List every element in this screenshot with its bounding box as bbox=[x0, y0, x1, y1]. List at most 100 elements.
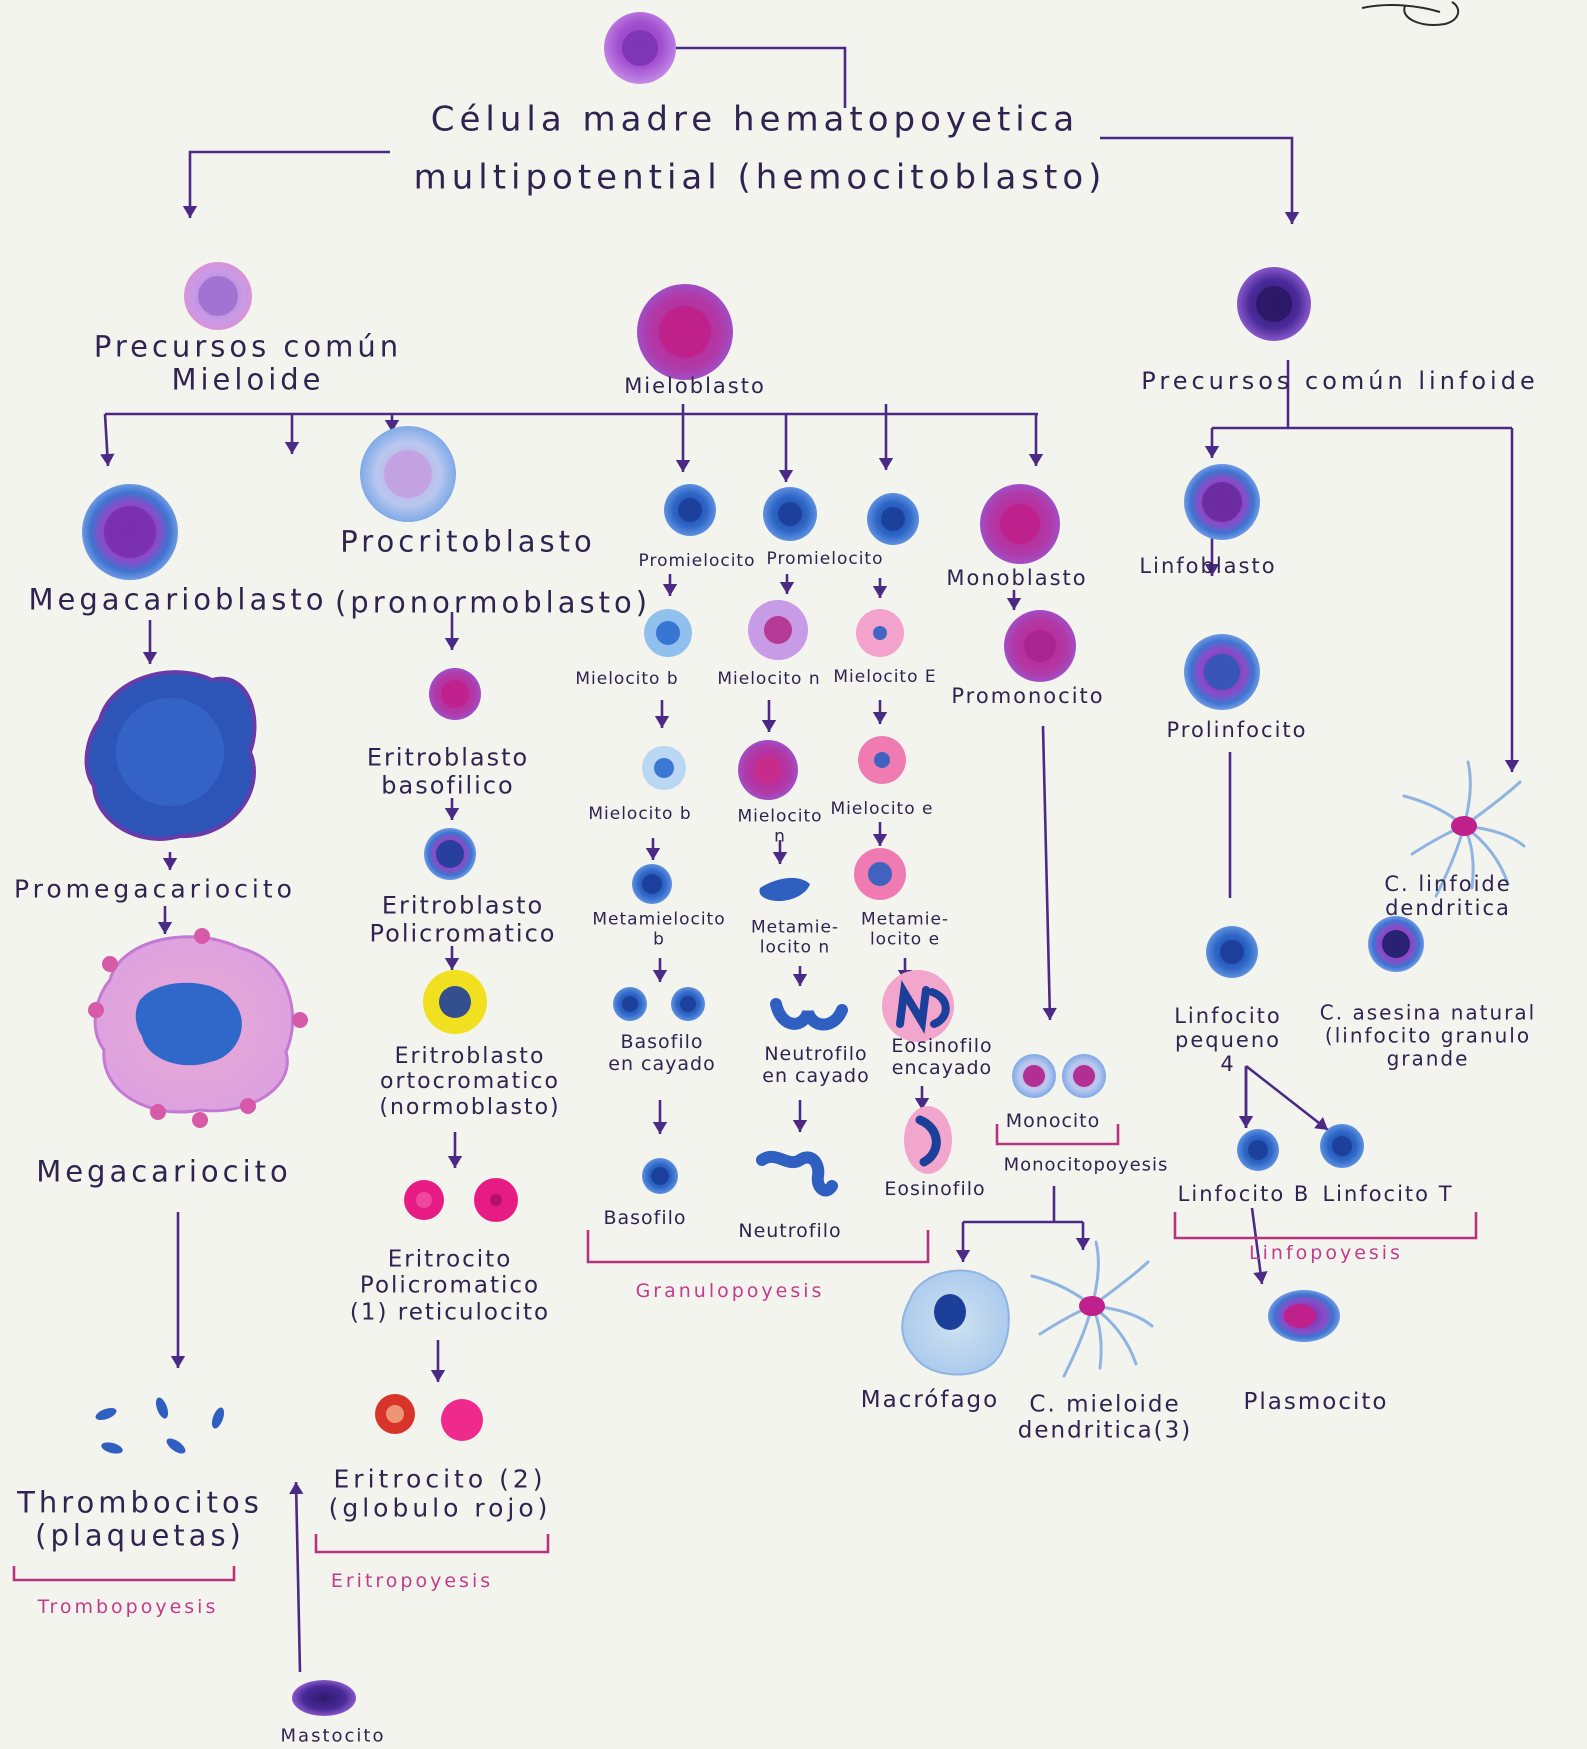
cell-monocito-2 bbox=[1062, 1054, 1106, 1098]
arrow-to-prolinfocito-head bbox=[1204, 564, 1220, 576]
label-eritropoyesis: Eritropoyesis bbox=[330, 1570, 494, 1593]
label-plasmocito: Plasmocito bbox=[1243, 1388, 1389, 1415]
label-promegacariocito: Promegacariocito bbox=[14, 874, 296, 904]
artist-signature bbox=[1361, 1, 1460, 26]
arrow-to-monocito bbox=[1041, 725, 1052, 1021]
label-basofilo: Basofilo bbox=[603, 1207, 687, 1230]
cell-megacarioblasto-nucleus bbox=[104, 506, 156, 558]
label-metamielocito-n: Metamie- locito n bbox=[750, 917, 840, 957]
label-mielocito-b: Mielocito b bbox=[575, 669, 679, 690]
arrow-to-precursor-mieloide bbox=[188, 150, 390, 218]
platelet-3 bbox=[101, 1442, 123, 1454]
cell-eritrocito-rojo-1-nucleus bbox=[386, 1405, 404, 1423]
arrow-to-metamielocito-b-head bbox=[645, 848, 661, 860]
cell-promielocito-b bbox=[664, 484, 716, 536]
arrow-to-promielocito-b-head bbox=[675, 460, 691, 472]
label-megacariocito: Megacariocito bbox=[36, 1154, 292, 1189]
arrow-to-eosinofilo-head bbox=[914, 1098, 930, 1110]
label-precursor-mieloide: Precursos común Mieloide bbox=[93, 329, 403, 397]
cell-promonocito bbox=[1004, 610, 1076, 682]
cell-macrofago-nucleus bbox=[934, 1294, 966, 1330]
arrow-to-linfocito-b-head bbox=[1238, 1116, 1254, 1128]
arrow-to-mielocito-e-head bbox=[872, 586, 888, 598]
arrow-to-precursor-mieloide-head bbox=[182, 206, 198, 218]
label-linfocito-b: Linfocito B bbox=[1177, 1181, 1311, 1206]
cell-c-linfoide-dendritica bbox=[1402, 760, 1526, 898]
connector-stem-to-title bbox=[675, 46, 847, 108]
label-eosinofilo-cayado: Eosinofilo encayado bbox=[891, 1035, 993, 1079]
cell-metamielocito-e-nucleus bbox=[868, 862, 892, 886]
cell-mielocito-n-2-nucleus bbox=[754, 756, 782, 784]
arrow-to-mielocito-e-2-head bbox=[872, 712, 888, 724]
cell-c-mieloide-dendritica bbox=[1030, 1240, 1154, 1378]
label-eosinofilo: Eosinofilo bbox=[884, 1178, 986, 1201]
label-trombopoyesis: Trombopoyesis bbox=[37, 1596, 219, 1619]
cell-mielocito-e bbox=[856, 609, 904, 657]
cell-promegacariocito-nucleus bbox=[116, 698, 224, 806]
cell-eosinofilo-nucleus bbox=[915, 1115, 941, 1167]
cell-megacariocito-nucleus bbox=[135, 982, 242, 1066]
label-trombocitos: Thrombocitos (plaquetas) bbox=[17, 1485, 263, 1553]
cell-c-asesina-natural-nucleus bbox=[1382, 930, 1410, 958]
cell-monoblasto bbox=[980, 484, 1060, 564]
arrow-to-monoblasto-head bbox=[1028, 454, 1044, 466]
cell-eritrocito-policromatico-2-nucleus bbox=[490, 1194, 502, 1206]
arrow-to-metamielocito-n-head bbox=[772, 852, 788, 864]
cell-promonocito-nucleus bbox=[1024, 630, 1056, 662]
cells bbox=[82, 12, 1526, 1716]
process-brackets bbox=[12, 1124, 1478, 1582]
bracket-monocitopoyesis bbox=[995, 1124, 1120, 1146]
cell-procritoblasto bbox=[360, 426, 456, 522]
arrow-to-megacarioblasto-head bbox=[100, 453, 115, 466]
label-eritrocito-2: Eritrocito (2) (globulo rojo) bbox=[328, 1464, 552, 1522]
arrow-to-linfoblasto-head bbox=[1204, 446, 1220, 458]
label-procritoblasto: Procritoblasto bbox=[340, 524, 596, 559]
cell-mielocito-n-2 bbox=[738, 740, 798, 800]
arrow-to-plasmocito-head bbox=[1253, 1271, 1268, 1284]
cell-basofilo bbox=[642, 1158, 678, 1194]
label-linfopoyesis: Linfopoyesis bbox=[1249, 1242, 1403, 1265]
arrow-to-neutrofilo-head bbox=[792, 1120, 808, 1132]
cell-eritrocito-policromatico-1 bbox=[404, 1180, 444, 1220]
label-monoblasto: Monoblasto bbox=[946, 565, 1088, 590]
arrow-to-plasmocito bbox=[1250, 1207, 1264, 1285]
platelet-0 bbox=[95, 1407, 117, 1421]
cell-mieloblasto-nucleus bbox=[659, 306, 711, 358]
label-eritroblasto-policromatico: Eritroblasto Policromatico bbox=[369, 891, 557, 947]
cell-mastocito bbox=[292, 1680, 356, 1716]
cell-linfoblasto-nucleus bbox=[1202, 482, 1242, 522]
arrow-to-eritrocito-2-head bbox=[430, 1370, 446, 1382]
cell-megacarioblasto bbox=[82, 484, 178, 580]
cell-linfocito-pequeno-nucleus bbox=[1220, 940, 1244, 964]
cell-mieloblasto bbox=[637, 284, 733, 380]
label-mielocito-n: Mielocito n bbox=[717, 669, 821, 690]
cell-eritroblasto-ortocromatico bbox=[423, 970, 487, 1034]
cell-metamielocito-n bbox=[759, 877, 810, 902]
label-linfoblasto: Linfoblasto bbox=[1139, 553, 1277, 578]
arrow-to-eritrocito-policromatico-head bbox=[447, 1156, 463, 1168]
label-eritroblasto-ortocromatico: Eritroblasto ortocromatico (normoblasto) bbox=[379, 1044, 561, 1120]
arrow-to-macrofago-head bbox=[955, 1250, 971, 1262]
arrow-to-metamielocito-e-head bbox=[872, 834, 888, 846]
megacariocito-bleb-3 bbox=[292, 1012, 308, 1028]
label-monocito: Monocito bbox=[1005, 1110, 1101, 1133]
cell-eritrocito-policromatico-2 bbox=[474, 1178, 518, 1222]
cell-eritroblasto-ortocromatico-nucleus bbox=[439, 986, 471, 1018]
label-mielocito-e: Mielocito E bbox=[833, 667, 937, 688]
label-neutrofilo-cayado: Neutrofilo en cayado bbox=[762, 1043, 870, 1087]
label-granulopoyesis: Granulopoyesis bbox=[635, 1280, 825, 1303]
megacariocito-bleb-4 bbox=[192, 1112, 208, 1128]
label-promielocito-n: Promielocito bbox=[766, 549, 884, 570]
cell-promielocito-e-nucleus bbox=[881, 507, 905, 531]
cell-hemocitoblasto-nucleus bbox=[622, 30, 658, 66]
arrow-to-basofilo-head bbox=[652, 1122, 668, 1134]
cell-metamielocito-b-nucleus bbox=[642, 874, 662, 894]
arrow-to-eritroblasto-ortocromatico-head bbox=[444, 958, 460, 970]
cell-monocito-1 bbox=[1012, 1054, 1056, 1098]
cell-monoblasto-nucleus bbox=[1000, 504, 1040, 544]
cell-prolinfocito bbox=[1184, 634, 1260, 710]
cell-linfoblasto bbox=[1184, 464, 1260, 540]
cell-c-linfoide-dendritica-body bbox=[1451, 816, 1477, 836]
arrow-to-megacariocito-head bbox=[157, 922, 173, 934]
